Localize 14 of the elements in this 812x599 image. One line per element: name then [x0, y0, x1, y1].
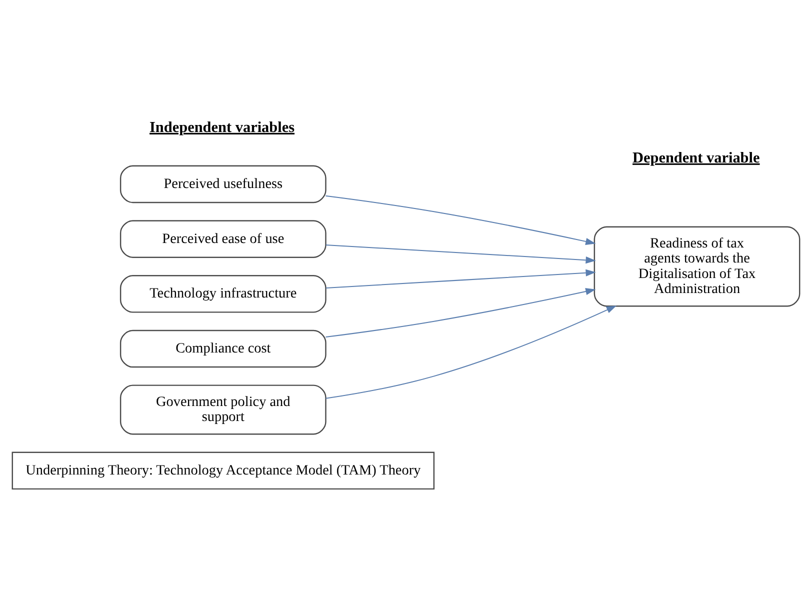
node-box: Compliance cost [120, 329, 326, 368]
node-box: Perceived ease of use [120, 220, 326, 258]
node-box: Readiness of tax agents towards the Digitalisation of Tax Administration [594, 226, 800, 306]
arrow [326, 268, 596, 288]
arrow [326, 305, 617, 398]
node-box: Underpinning Theory: Technology Acceptance Model (TAM) Theory [12, 451, 435, 490]
node-box: Technology infrastructure [120, 274, 326, 312]
label: Independent variables [150, 118, 295, 136]
label: Dependent variable [632, 148, 760, 166]
arrow [326, 288, 596, 338]
node-box: Perceived usefulness [120, 164, 326, 203]
arrow [326, 244, 596, 264]
arrow [326, 194, 596, 244]
node-box: Government policy and support [120, 384, 326, 434]
